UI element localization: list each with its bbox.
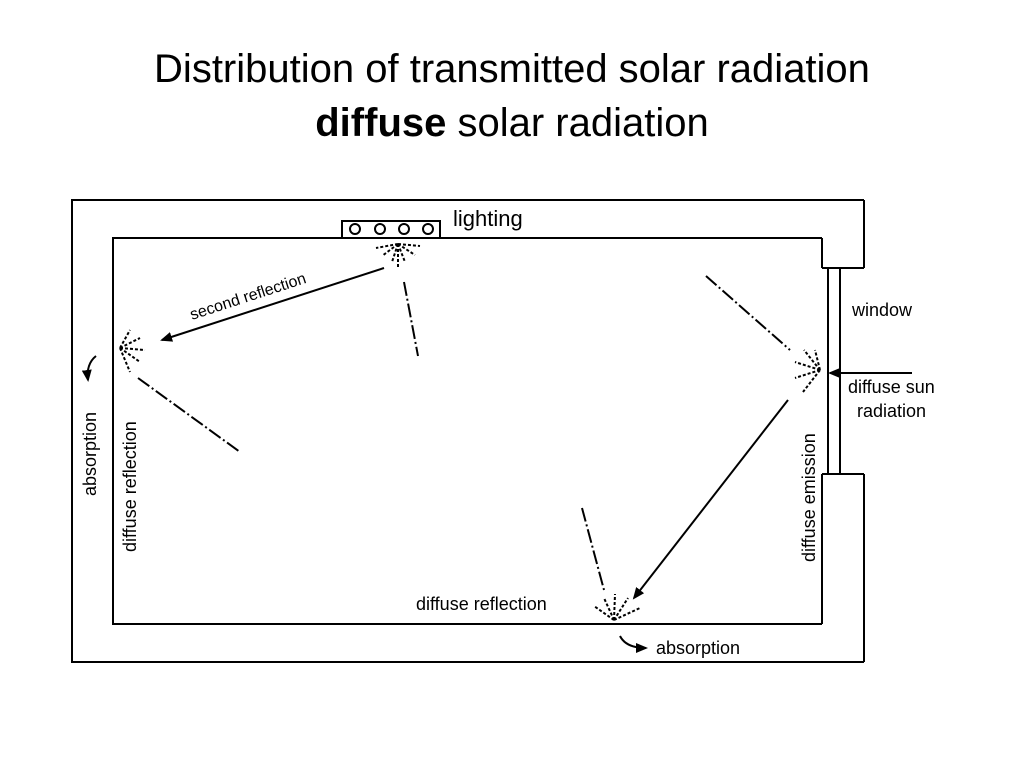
title-rest: solar radiation (446, 101, 709, 145)
label-window: window (851, 300, 913, 320)
label-diffuse-reflection-bottom: diffuse reflection (416, 594, 547, 614)
slide-title: Distribution of transmitted solar radiat… (0, 42, 1024, 150)
emission-arrow (632, 399, 789, 600)
label-absorption-bottom: absorption (656, 638, 740, 658)
title-line-2: diffuse solar radiation (0, 96, 1024, 150)
label-diffuse-sun-2: radiation (857, 401, 926, 421)
title-line-1: Distribution of transmitted solar radiat… (154, 47, 870, 91)
title-bold-word: diffuse (315, 101, 447, 145)
label-absorption-left: absorption (80, 412, 100, 496)
arrows (81, 267, 912, 653)
second-reflection-arrow (160, 267, 385, 342)
label-second-reflection: second reflection (188, 270, 308, 324)
scatter-burst-window (794, 349, 821, 393)
scatter-burst-lighting (375, 243, 421, 268)
label-diffuse-emission: diffuse emission (799, 433, 819, 562)
label-diffuse-sun-1: diffuse sun (848, 377, 935, 397)
reflection-rays (137, 275, 791, 591)
label-lighting: lighting (453, 206, 523, 231)
scatter-burst-floor (593, 593, 641, 621)
window (827, 267, 841, 475)
room-walls (71, 199, 865, 663)
absorption-arrow-bottom (619, 635, 648, 653)
lighting-fixture (341, 220, 441, 239)
absorption-arrow-left (81, 355, 97, 382)
label-diffuse-reflection-left: diffuse reflection (120, 421, 140, 552)
scatter-burst-left (119, 329, 146, 373)
